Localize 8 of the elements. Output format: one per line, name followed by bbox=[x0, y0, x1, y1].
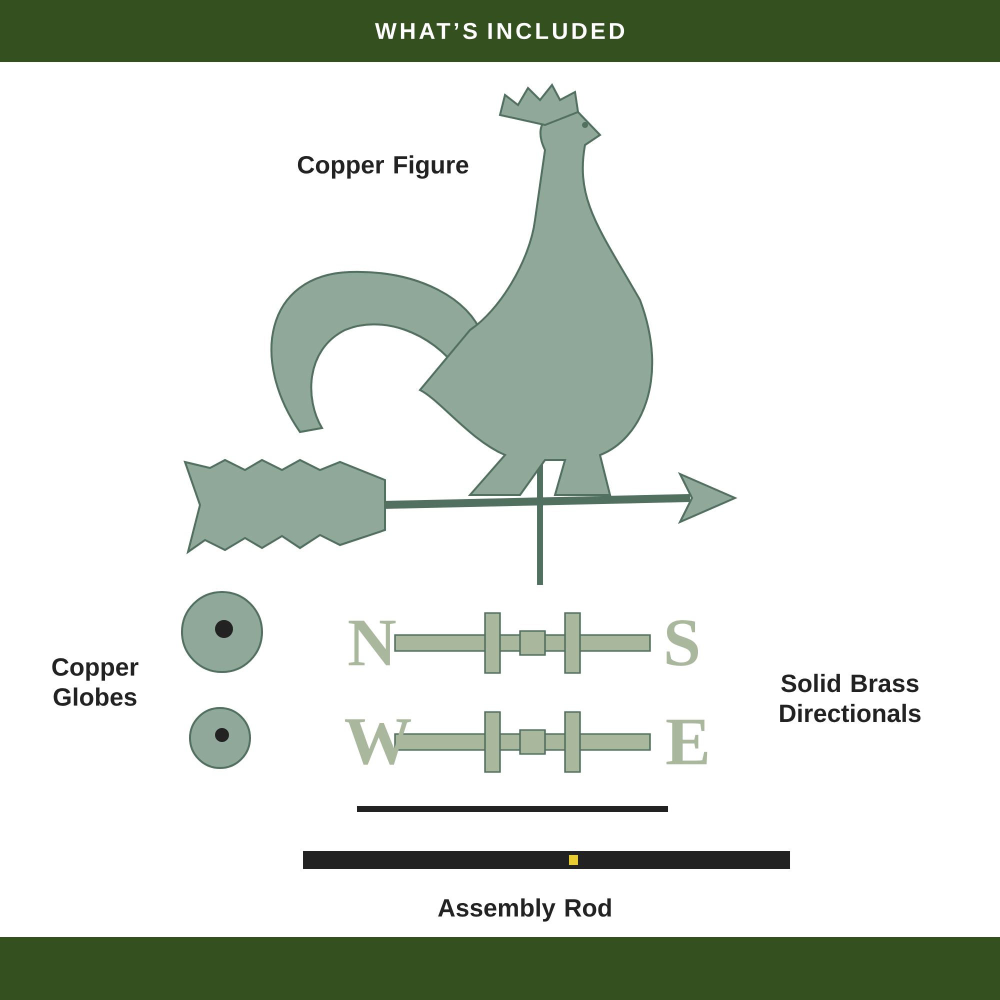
header-banner: WHAT’S INCLUDED bbox=[0, 0, 1000, 62]
compass-letter: S bbox=[666, 620, 698, 666]
part-label: Solid Brass Directionals bbox=[780, 674, 921, 722]
part-label: Copper Figure bbox=[298, 155, 468, 179]
part-label: Copper Globes bbox=[52, 658, 138, 706]
compass-letter: N bbox=[348, 620, 396, 666]
part-label: Assembly Rod bbox=[438, 898, 611, 922]
compass-letter: E bbox=[666, 720, 708, 764]
